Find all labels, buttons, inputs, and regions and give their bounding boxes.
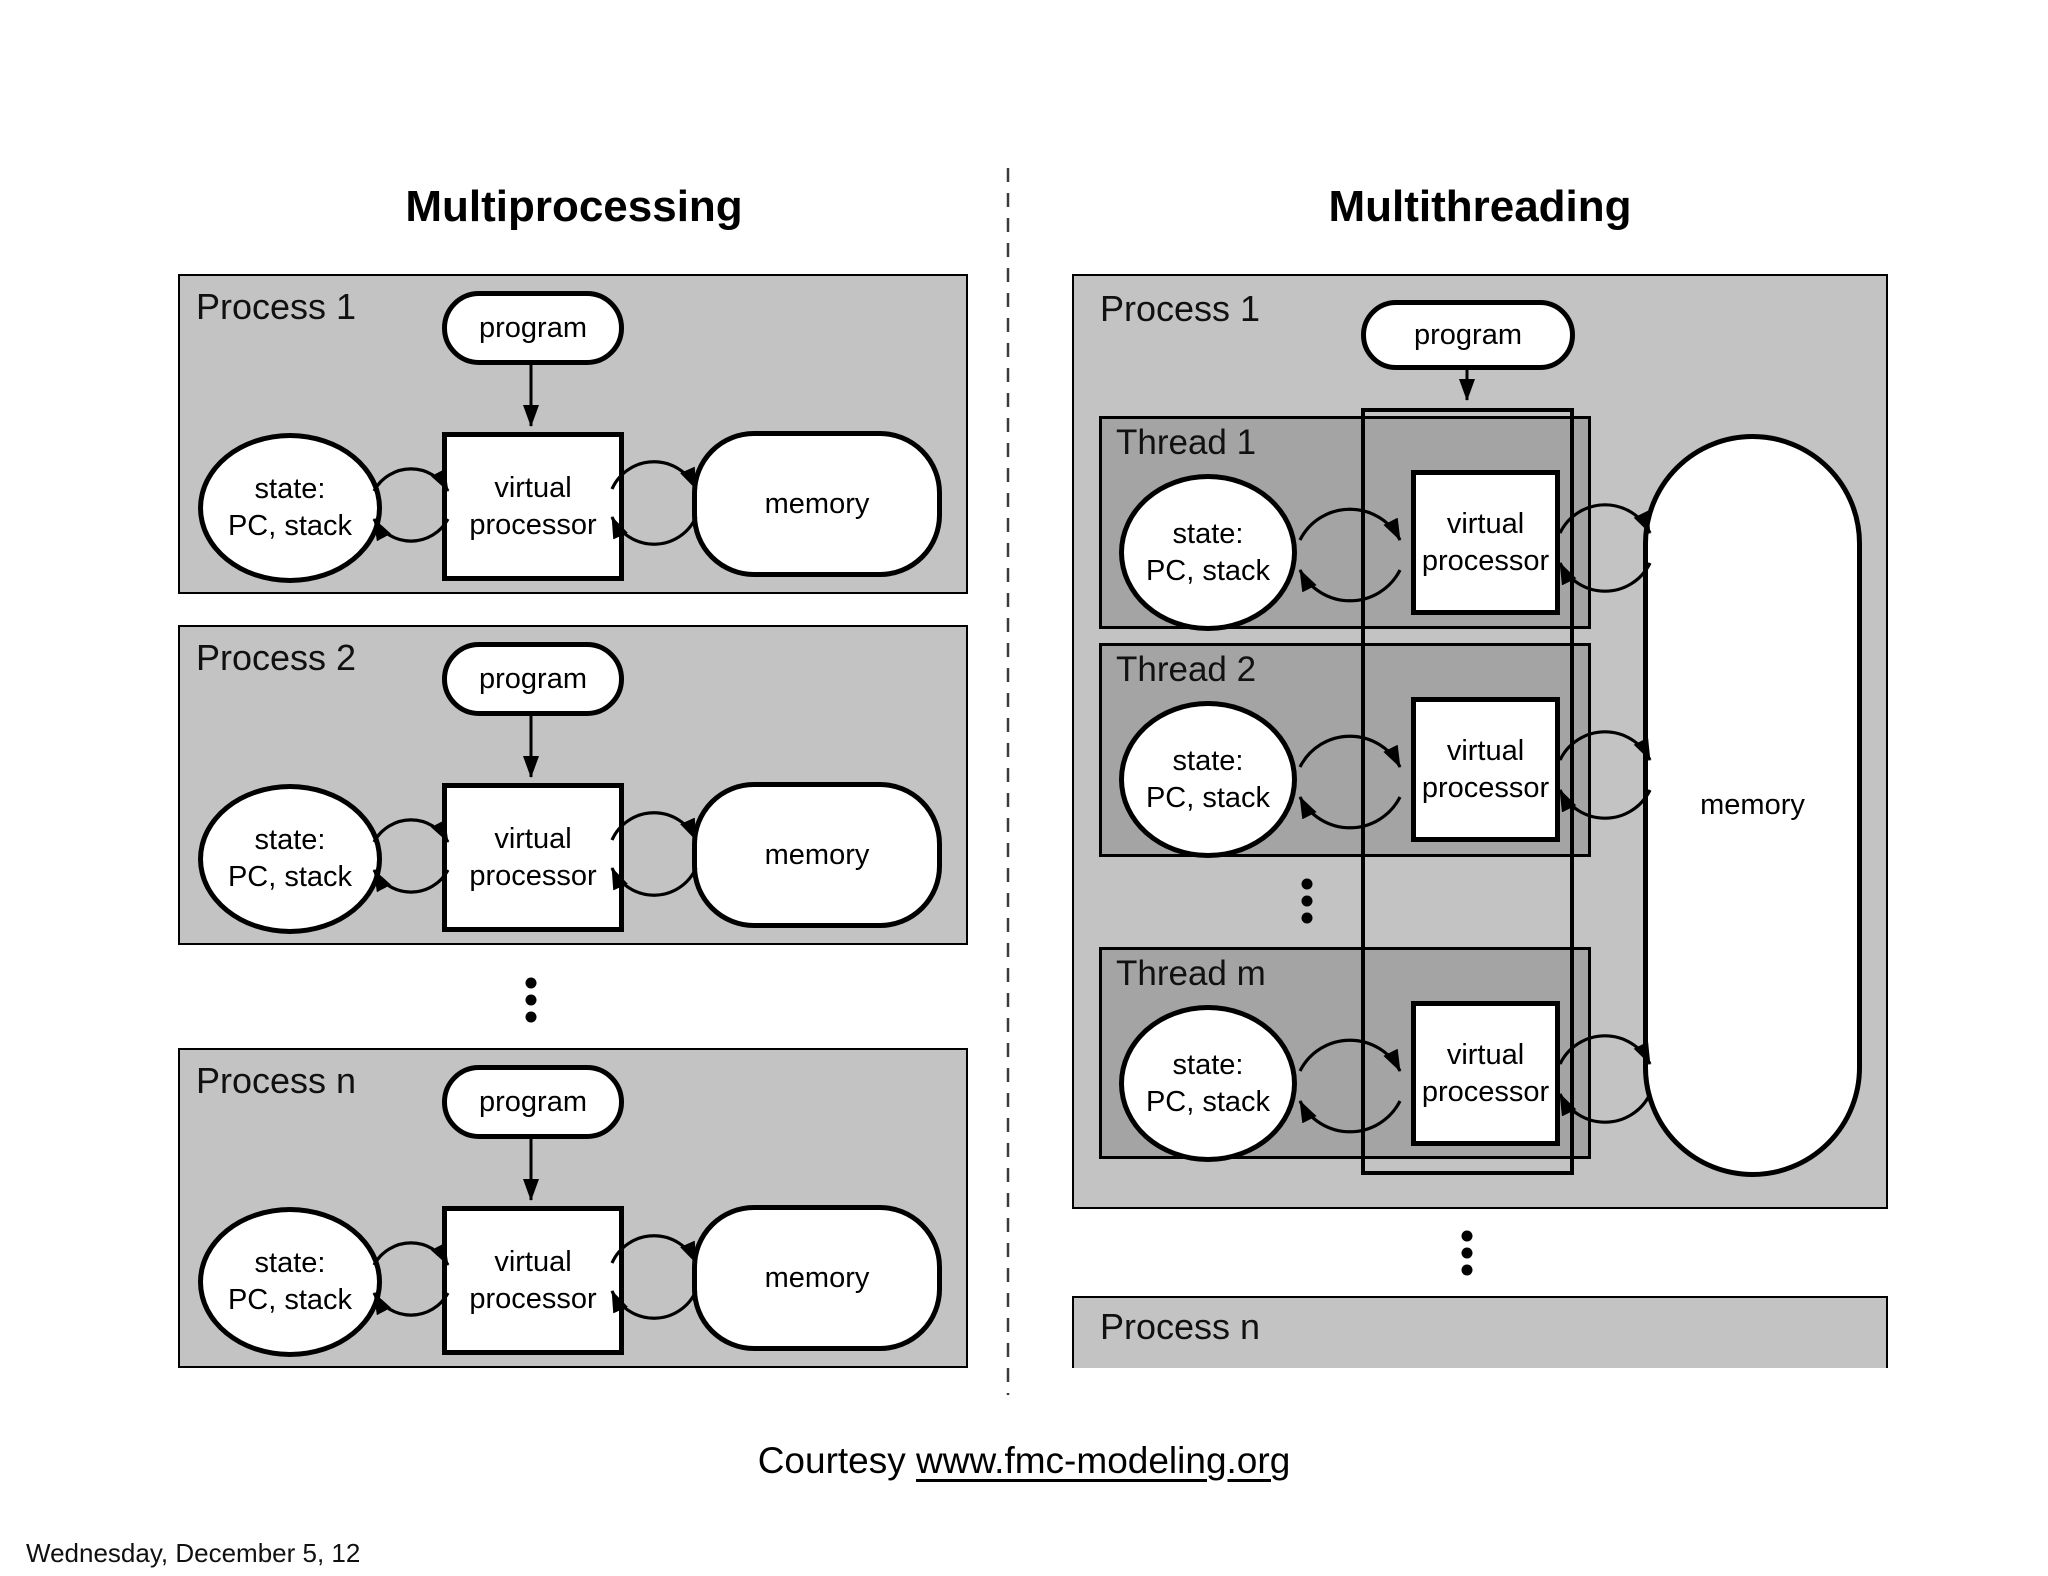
vp-label-line1: virtual [1446, 507, 1525, 540]
vp-label-line1: virtual [1446, 734, 1525, 767]
virtual-processor-node: virtual processor [1411, 470, 1560, 615]
state-node: state: PC, stack [1119, 701, 1297, 858]
state-node: state: PC, stack [1119, 1005, 1297, 1162]
fmc-modeling-link[interactable]: www.fmc-modeling.org [916, 1440, 1291, 1481]
state-node: state: PC, stack [1119, 474, 1297, 631]
memory-node: memory [692, 782, 942, 928]
program-label: program [479, 662, 587, 695]
state-node: state: PC, stack [198, 433, 382, 583]
state-label-line2: PC, stack [227, 1284, 353, 1316]
program-label: program [1414, 318, 1522, 351]
vp-label-line1: virtual [1446, 1038, 1525, 1071]
vp-label-line2: processor [1421, 544, 1550, 577]
state-label-line2: PC, stack [1145, 554, 1271, 587]
multiprocessing-title: Multiprocessing [405, 182, 743, 231]
ellipsis-dots-left-processes [525, 977, 537, 1023]
state-node: state: PC, stack [198, 1207, 382, 1357]
memory-node: memory [692, 431, 942, 577]
virtual-processor-node: virtual processor [442, 1206, 624, 1355]
vp-label-line2: processor [469, 859, 597, 892]
mp-process-2-label: Process 2 [196, 637, 357, 678]
mt-process-1-label: Process 1 [1100, 288, 1261, 329]
vp-channel-rect [1361, 408, 1574, 1175]
thread-m-label: Thread m [1116, 954, 1266, 993]
mp-process-n-label: Process n [196, 1060, 357, 1101]
program-node: program [442, 1065, 624, 1139]
state-label-line2: PC, stack [1145, 1085, 1271, 1118]
virtual-processor-node: virtual processor [1411, 697, 1560, 842]
vp-label-line1: virtual [494, 471, 572, 504]
vp-label-line2: processor [1421, 771, 1550, 804]
mt-process-n-label: Process n [1100, 1306, 1261, 1347]
memory-label: memory [1700, 789, 1805, 821]
multithreading-title: Multithreading [1328, 182, 1632, 231]
mp-process-n-box: Process n program state: PC, stack virtu… [178, 1048, 968, 1368]
state-label-line2: PC, stack [1145, 781, 1271, 814]
memory-node: memory [692, 1205, 942, 1351]
courtesy-caption: Courtesy www.fmc-modeling.org [0, 1440, 2048, 1482]
state-label-line1: state: [1172, 517, 1244, 550]
program-label: program [479, 1085, 587, 1118]
state-label-line1: state: [254, 1247, 326, 1279]
program-node: program [1361, 300, 1575, 370]
state-label-line1: state: [254, 473, 326, 505]
memory-label: memory [764, 838, 870, 871]
program-node: program [442, 291, 624, 365]
mt-process-1-box: Process 1 program Thread 1 state: PC, st… [1072, 274, 1888, 1209]
program-label: program [479, 311, 587, 344]
ellipsis-dots-right-processes [1461, 1230, 1473, 1276]
courtesy-prefix: Courtesy [757, 1440, 917, 1481]
virtual-processor-node: virtual processor [1411, 1001, 1560, 1146]
state-label-line1: state: [1172, 1048, 1244, 1081]
thread-2-label: Thread 2 [1116, 650, 1257, 689]
state-node: state: PC, stack [198, 784, 382, 934]
memory-node: memory [1643, 434, 1862, 1177]
thread-1-label: Thread 1 [1116, 423, 1257, 462]
memory-label: memory [764, 1261, 870, 1294]
state-label-line1: state: [254, 824, 326, 856]
vp-label-line1: virtual [494, 1245, 572, 1278]
mp-process-1-box: Process 1 program state: PC, stack virtu… [178, 274, 968, 594]
vp-label-line2: processor [1421, 1075, 1550, 1108]
virtual-processor-node: virtual processor [442, 432, 624, 581]
state-label-line1: state: [1172, 744, 1244, 777]
mt-process-n-box: Process n [1072, 1296, 1888, 1368]
state-label-line2: PC, stack [227, 861, 353, 893]
vp-label-line1: virtual [494, 822, 572, 855]
virtual-processor-node: virtual processor [442, 783, 624, 932]
mp-process-1-label: Process 1 [196, 286, 357, 327]
memory-label: memory [764, 487, 870, 520]
thread-1-box: Thread 1 state: PC, stack virtual proces… [1099, 416, 1591, 631]
program-node: program [442, 642, 624, 716]
vp-label-line2: processor [469, 508, 597, 541]
vp-label-line2: processor [469, 1282, 597, 1315]
state-label-line2: PC, stack [227, 510, 353, 542]
slide-date: Wednesday, December 5, 12 [26, 1538, 361, 1568]
mp-process-2-box: Process 2 program state: PC, stack virtu… [178, 625, 968, 945]
